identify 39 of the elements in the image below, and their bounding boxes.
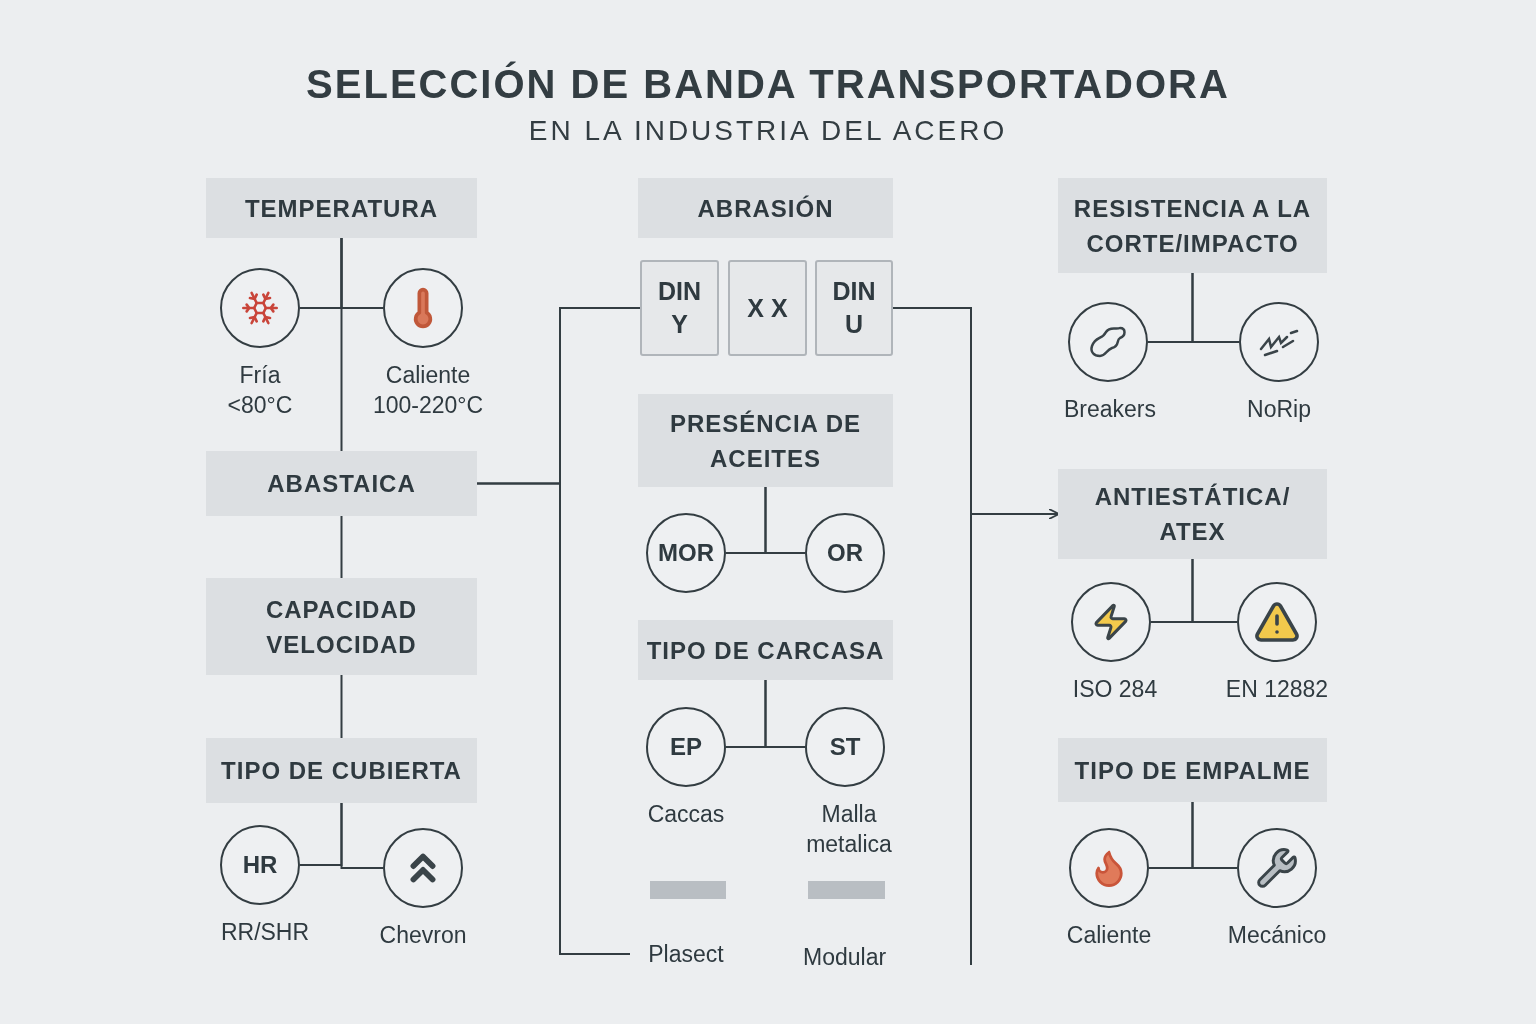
connector-line — [476, 482, 631, 955]
node-label: NoRip — [1246, 395, 1312, 424]
category-box: ABASTAICA — [206, 451, 477, 516]
subtitle: EN LA INDUSTRIA DEL ACERO — [528, 114, 1008, 148]
category-box: TEMPERATURA — [206, 178, 477, 238]
connector-line — [1191, 272, 1240, 343]
title: SELECCIÓN DE BANDA TRANSPORTADORA — [306, 60, 1230, 108]
connector-line — [1191, 558, 1238, 623]
connector-line — [340, 515, 343, 579]
node-label: Fría <80°C — [226, 361, 294, 420]
node-label: Malla metalica — [805, 800, 893, 859]
node-label: Chevron — [378, 921, 468, 950]
grade-box: DIN Y — [640, 260, 719, 356]
category-box: CAPACIDAD VELOCIDAD — [206, 578, 477, 675]
category-box: RESISTENCIA A LA CORTE/IMPACTO — [1058, 178, 1327, 273]
node-label: RR/SHR — [219, 918, 311, 947]
category-box: ABRASIÓN — [638, 178, 893, 238]
grade-box: X X — [728, 260, 807, 356]
category-box: TIPO DE CARCASA — [638, 620, 893, 680]
category-box: TIPO DE EMPALME — [1058, 738, 1327, 802]
node-label: Caliente — [1065, 921, 1153, 950]
node-label: Mecánico — [1226, 921, 1328, 950]
connector-line — [1191, 801, 1238, 869]
node-label: EN 12882 — [1224, 675, 1330, 704]
category-box: TIPO DE CUBIERTA — [206, 738, 477, 803]
node-label: Breakers — [1062, 395, 1157, 424]
node-label: Caliente 100-220°C — [371, 361, 485, 420]
category-box: ANTIESTÁTICA/ ATEX — [1058, 469, 1327, 559]
option-label: Modular — [803, 943, 887, 972]
grade-box: DIN U — [815, 260, 893, 356]
node-label: Caccas — [646, 800, 726, 829]
option-label: Plasect — [648, 939, 724, 969]
connector-line — [340, 674, 343, 739]
connector-line — [764, 679, 806, 748]
connector-line — [340, 802, 384, 869]
connector-line — [340, 237, 343, 452]
connector-line — [764, 486, 806, 554]
category-box: PRESÉNCIA DE ACEITES — [638, 394, 893, 487]
node-label: ISO 284 — [1071, 675, 1159, 704]
